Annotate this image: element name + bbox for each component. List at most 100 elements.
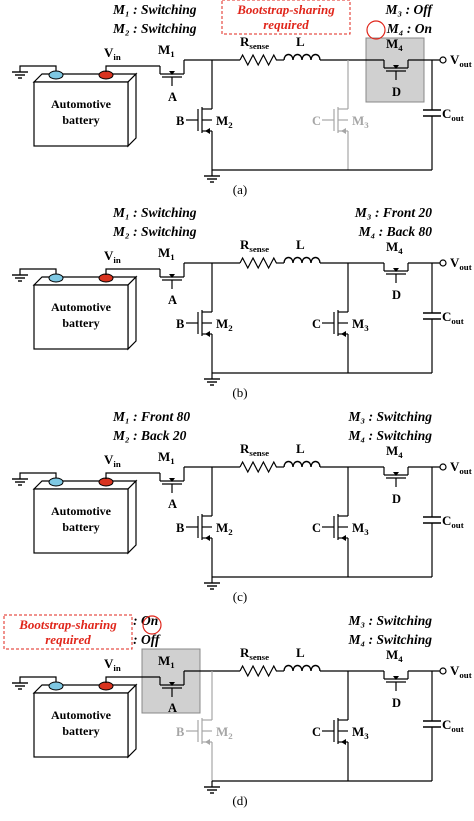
node-c-label: C xyxy=(312,521,321,535)
node-c-label: C xyxy=(312,114,321,128)
m3-label: M3 xyxy=(352,113,369,130)
rsense-resistor xyxy=(239,53,277,67)
m3-label: M3 xyxy=(352,724,369,741)
bootstrap-note-line1: Bootstrap-sharing xyxy=(18,617,117,632)
battery-positive-terminal xyxy=(98,273,114,283)
vout-label: Vout xyxy=(450,255,472,272)
m4-arrow-icon xyxy=(393,472,399,476)
m2-arrow-icon xyxy=(205,331,210,337)
cout-label: Cout xyxy=(442,513,464,530)
vout-label: Vout xyxy=(450,52,472,69)
node-b-label: B xyxy=(176,725,184,739)
panel-caption: (a) xyxy=(233,182,247,197)
inductor-label: L xyxy=(296,34,305,49)
m4-state-text: M₄ : Switching xyxy=(348,632,433,647)
panel-caption: (b) xyxy=(232,385,247,400)
battery-icon xyxy=(33,488,129,554)
battery-icon xyxy=(33,81,129,147)
inductor-coil xyxy=(283,256,321,264)
cout-label: Cout xyxy=(442,309,464,326)
m3-state-text: M₃ : Front 20 xyxy=(354,205,432,220)
m4-arrow-icon xyxy=(393,676,399,680)
vout-label: Vout xyxy=(450,663,472,680)
m3-state-text: M₃ : Switching xyxy=(348,613,433,628)
node-d-label: D xyxy=(392,492,401,506)
node-a-label: A xyxy=(168,293,177,307)
rsense-label: Rsense xyxy=(240,645,269,662)
cout-label: Cout xyxy=(442,717,464,734)
m3-arrow-icon xyxy=(341,128,346,134)
m4-highlight-box xyxy=(365,37,425,103)
vin-wire xyxy=(105,676,160,683)
bootstrap-note-line2: required xyxy=(45,632,91,647)
m3-label: M3 xyxy=(352,316,369,333)
inductor-coil xyxy=(283,460,321,468)
m1-state-text: M₁ : Switching xyxy=(112,205,197,220)
vout-terminal-icon xyxy=(439,259,447,267)
bootstrap-note-line2: required xyxy=(263,17,309,32)
m1-state-text: M₁ : Switching xyxy=(112,2,197,17)
bootstrap-note-box xyxy=(3,614,133,650)
vin-wire xyxy=(105,65,160,72)
battery-label: Automotive xyxy=(51,300,112,314)
battery-label: battery xyxy=(62,113,99,127)
m1-state-text: M₁ : Front 80 xyxy=(112,409,190,424)
battery-positive-terminal xyxy=(98,681,114,691)
vin-wire xyxy=(105,472,160,479)
vout-terminal-icon xyxy=(439,463,447,471)
battery-positive-terminal xyxy=(98,477,114,487)
vin-label: Vin xyxy=(104,248,121,265)
m2-arrow-icon xyxy=(205,739,210,745)
battery-neg-wire xyxy=(19,676,57,683)
m2-state-text: M₂ : Switching xyxy=(112,21,197,36)
m4-label: M4 xyxy=(386,443,403,460)
m1-label: M1 xyxy=(158,449,175,466)
inductor-coil xyxy=(283,53,321,61)
inductor-coil xyxy=(283,664,321,672)
m1-highlight-box xyxy=(141,648,201,714)
battery-label: battery xyxy=(62,520,99,534)
m4-label: M4 xyxy=(386,239,403,256)
node-b-label: B xyxy=(176,317,184,331)
battery-negative-terminal xyxy=(48,681,64,691)
battery-side-face xyxy=(127,275,137,351)
m4-state-text: M₄ : Back 80 xyxy=(358,224,433,239)
inductor-label: L xyxy=(296,645,305,660)
battery-label: Automotive xyxy=(51,504,112,518)
m2-label: M2 xyxy=(216,113,233,130)
battery-label: battery xyxy=(62,724,99,738)
m3-arrow-icon xyxy=(341,535,346,541)
m1-arrow-icon xyxy=(169,682,175,686)
m4-arrow-icon xyxy=(393,268,399,272)
highlight-circle-icon xyxy=(366,20,386,40)
node-a-label: A xyxy=(168,701,177,715)
m1-arrow-icon xyxy=(169,274,175,278)
battery-negative-terminal xyxy=(48,477,64,487)
m2-label: M2 xyxy=(216,520,233,537)
node-d-label: D xyxy=(392,85,401,99)
node-c-label: C xyxy=(312,725,321,739)
bootstrap-note-box xyxy=(221,0,351,35)
rsense-resistor xyxy=(239,460,277,474)
node-a-label: A xyxy=(168,497,177,511)
rsense-label: Rsense xyxy=(240,34,269,51)
m3-state-text: M₃ : Switching xyxy=(348,409,433,424)
m3-label: M3 xyxy=(352,520,369,537)
battery-neg-wire xyxy=(19,268,57,275)
m3-arrow-icon xyxy=(341,739,346,745)
vout-terminal-icon xyxy=(439,667,447,675)
bootstrap-note-line1: Bootstrap-sharing xyxy=(236,2,335,17)
battery-side-face xyxy=(127,72,137,148)
battery-side-face xyxy=(127,479,137,555)
battery-icon xyxy=(33,284,129,350)
m3-arrow-icon xyxy=(341,331,346,337)
cout-label: Cout xyxy=(442,106,464,123)
m4-state-text: M₄ : Switching xyxy=(348,428,433,443)
vin-label: Vin xyxy=(104,656,121,673)
battery-neg-wire xyxy=(19,65,57,72)
m1-label: M1 xyxy=(158,42,175,59)
